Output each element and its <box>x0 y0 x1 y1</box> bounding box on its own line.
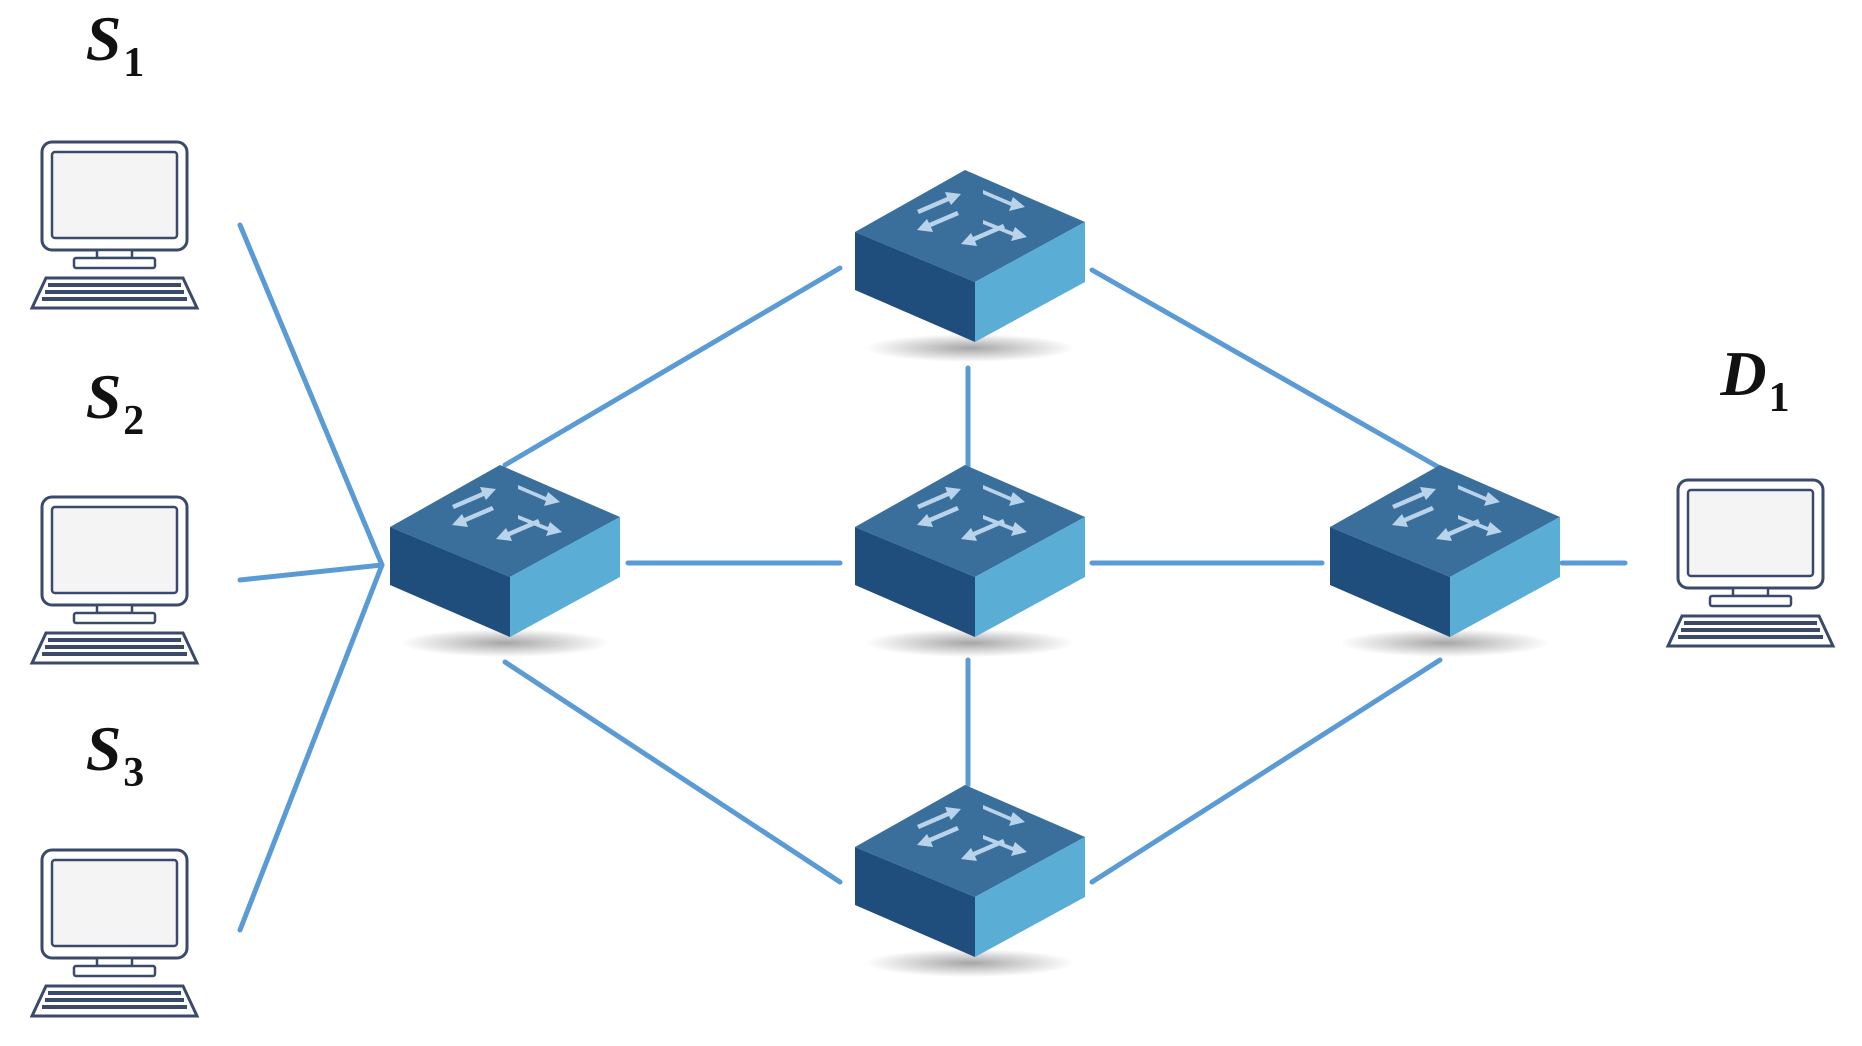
host-label-letter: S <box>86 361 122 432</box>
network-switch-icon <box>855 465 1085 657</box>
network-switch-icon <box>390 465 620 657</box>
host-label-s3: S3 <box>86 713 145 796</box>
host-label-letter: S <box>86 713 122 784</box>
host-label-subscript: 1 <box>123 40 144 86</box>
link-sw-bottom-sw-right <box>1089 657 1443 885</box>
links-layer <box>237 222 1628 933</box>
network-switch-icon <box>1330 465 1560 657</box>
host-label-subscript: 2 <box>123 398 144 444</box>
host-label-s2: S2 <box>86 361 145 444</box>
link-sw-left-sw-top <box>502 265 843 468</box>
link-sw-left-sw-bottom <box>502 659 843 885</box>
host-s1: S1 <box>30 3 199 310</box>
host-label-s1: S1 <box>86 3 145 86</box>
host-label-d1: D1 <box>1719 338 1789 421</box>
host-s3: S3 <box>30 713 199 1018</box>
network-switch-icon <box>855 170 1085 362</box>
host-label-subscript: 3 <box>123 750 144 796</box>
host-s2: S2 <box>30 361 199 665</box>
host-d1: D1 <box>1666 338 1835 648</box>
host-label-letter: D <box>1719 338 1766 409</box>
computer-icon <box>30 495 199 665</box>
link-sw-top-sw-right <box>1089 267 1443 471</box>
link-s1-sw-left <box>237 222 385 568</box>
host-label-letter: S <box>86 3 122 74</box>
switches-layer <box>390 170 1560 977</box>
network-switch-icon <box>855 785 1085 977</box>
link-s2-sw-left <box>237 562 385 583</box>
computer-icon <box>30 140 199 310</box>
computer-icon <box>30 848 199 1018</box>
link-s3-sw-left <box>237 562 385 933</box>
host-label-subscript: 1 <box>1769 375 1790 421</box>
computer-icon <box>1666 478 1835 648</box>
